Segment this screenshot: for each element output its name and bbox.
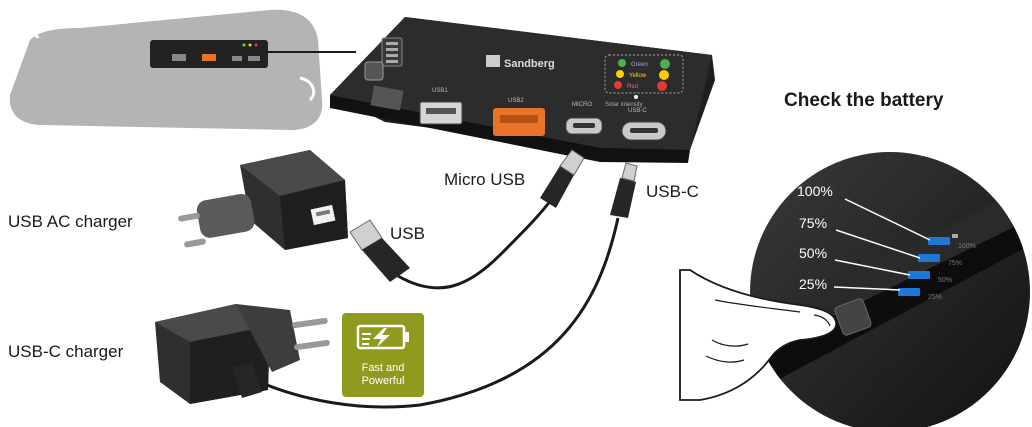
label-usb: USB (390, 224, 425, 243)
badge-text: Fast and Powerful (342, 362, 424, 388)
label-usb-ac-charger: USB AC charger (8, 212, 133, 231)
device-level-50: 50% (938, 277, 952, 284)
port-label-usb2: USB2 (508, 98, 524, 104)
battery-level-25: 25% (799, 276, 828, 292)
battery-level-100: 100% (797, 183, 833, 199)
label-micro-usb: Micro USB (444, 170, 526, 189)
port-label-micro: MICRO (572, 102, 592, 108)
usb-c-cable (254, 217, 620, 409)
fast-powerful-badge: Fast and Powerful (342, 313, 424, 397)
title-check-battery: Check the battery (784, 90, 944, 111)
usb-cable (397, 194, 557, 290)
usb-ac-charger (178, 150, 348, 250)
badge-line-2: Powerful (361, 375, 405, 387)
label-usb-c-charger: USB-C charger (8, 342, 124, 361)
device-level-25: 25% (928, 294, 942, 301)
battery-level-50: 50% (799, 245, 828, 261)
hand-illustration (679, 269, 837, 401)
label-usb-c: USB-C (646, 182, 699, 201)
device-level-75: 75% (948, 260, 962, 267)
status-red: Red (627, 84, 638, 90)
usb-c-charger (155, 304, 330, 404)
port-label-usb1: USB1 (432, 88, 448, 94)
usb-c-plug (610, 162, 638, 218)
power-bank: Sandberg Green Yellow Red Solar intensit… (330, 17, 715, 163)
status-green: Green (631, 62, 648, 68)
device-level-100: 100% (958, 243, 976, 250)
port-label-usbc: USB-C (628, 108, 647, 114)
battery-zoom: 100% 75% 50% 25% (750, 152, 1030, 427)
solar-panel (6, 9, 323, 130)
battery-level-75: 75% (799, 215, 828, 231)
micro-usb-plug (540, 149, 585, 208)
status-yellow: Yellow (629, 73, 647, 79)
usb-a-plug (349, 219, 410, 282)
device-brand: Sandberg (504, 58, 555, 70)
badge-line-1: Fast and (361, 362, 405, 374)
solar-intensity-label: Solar intensity (605, 102, 643, 108)
